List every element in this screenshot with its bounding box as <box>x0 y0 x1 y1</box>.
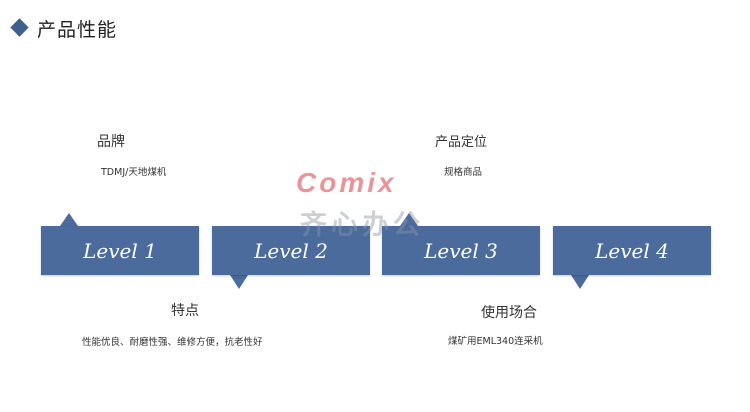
level-3-box: Level 3 <box>382 226 540 275</box>
positioning-heading: 产品定位 <box>435 135 488 150</box>
brand-text: TDMJ/天地煤机 <box>101 167 167 178</box>
features-text: 性能优良、耐磨性强、维修方便，抗老性好 <box>82 337 263 348</box>
level-1-pointer-icon <box>60 213 78 226</box>
usage-text: 煤矿用EML340连采机 <box>448 336 543 347</box>
brand-heading: 品牌 <box>97 134 125 150</box>
level-1-box: Level 1 <box>41 226 199 275</box>
features-heading: 特点 <box>171 303 199 319</box>
level-4-pointer-icon <box>571 275 589 289</box>
title-diamond-icon <box>10 18 29 37</box>
usage-heading: 使用场合 <box>481 305 537 321</box>
watermark-latin: Comix <box>296 167 397 198</box>
level-3-pointer-icon <box>400 213 418 226</box>
level-4-box: Level 4 <box>553 226 711 275</box>
positioning-text: 规格商品 <box>444 167 483 178</box>
level-2-box: Level 2 <box>212 226 370 275</box>
page-title: 产品性能 <box>37 19 118 41</box>
level-2-pointer-icon <box>230 275 248 289</box>
